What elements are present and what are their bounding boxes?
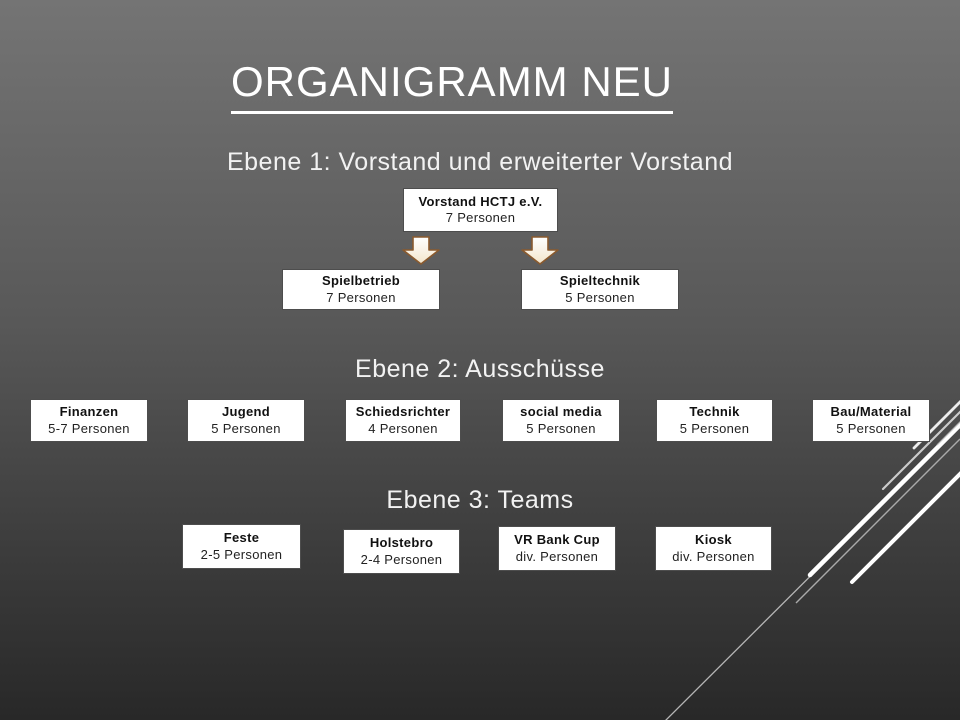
org-box-name: Vorstand HCTJ e.V. <box>418 193 543 209</box>
org-box-spielbetrieb: Spielbetrieb 7 Personen <box>282 269 440 310</box>
org-box-schiedsrichter: Schiedsrichter 4 Personen <box>345 399 461 442</box>
org-box-staff: 4 Personen <box>368 420 438 436</box>
org-box-staff: 5 Personen <box>526 420 596 436</box>
org-box-staff: 2-5 Personen <box>200 546 283 562</box>
slide-title: ORGANIGRAMM NEU <box>231 58 674 114</box>
org-box-jugend: Jugend 5 Personen <box>187 399 305 442</box>
org-box-staff: 5-7 Personen <box>48 420 130 436</box>
org-box-finanzen: Finanzen 5-7 Personen <box>30 399 148 442</box>
org-box-name: Kiosk <box>695 532 732 548</box>
level-3-heading: Ebene 3: Teams <box>386 486 574 514</box>
level-2-heading: Ebene 2: Ausschüsse <box>355 355 605 383</box>
org-box-vr-bank-cup: VR Bank Cup div. Personen <box>498 526 616 571</box>
org-box-spieltechnik: Spieltechnik 5 Personen <box>521 269 679 310</box>
org-box-staff: div. Personen <box>515 548 599 564</box>
org-box-name: Jugend <box>221 404 271 420</box>
org-box-technik: Technik 5 Personen <box>656 399 773 442</box>
org-box-holstebro: Holstebro 2-4 Personen <box>343 529 460 574</box>
org-box-staff: 5 Personen <box>565 289 635 305</box>
org-box-name: social media <box>520 404 602 420</box>
org-box-name: Schiedsrichter <box>355 404 451 420</box>
org-box-staff: div. Personen <box>672 548 755 564</box>
org-box-name: Feste <box>223 530 260 546</box>
down-arrow-icon <box>521 236 559 265</box>
org-box-name: Spieltechnik <box>559 273 641 289</box>
org-box-vorstand: Vorstand HCTJ e.V. 7 Personen <box>403 188 558 232</box>
org-box-name: Holstebro <box>369 535 434 551</box>
org-box-feste: Feste 2-5 Personen <box>182 524 301 569</box>
org-box-social-media: social media 5 Personen <box>502 399 620 442</box>
org-box-staff: 5 Personen <box>211 420 281 436</box>
org-box-name: Bau/Material <box>830 404 912 420</box>
org-box-name: VR Bank Cup <box>514 532 600 548</box>
org-box-name: Spielbetrieb <box>321 273 400 289</box>
down-arrow-icon <box>402 236 440 265</box>
org-box-name: Finanzen <box>59 404 119 420</box>
org-box-bau-material: Bau/Material 5 Personen <box>812 399 930 442</box>
org-box-name: Technik <box>689 404 740 420</box>
org-box-kiosk: Kiosk div. Personen <box>655 526 772 571</box>
org-box-staff: 2-4 Personen <box>360 551 443 567</box>
org-box-staff: 7 Personen <box>326 289 396 305</box>
org-box-staff: 7 Personen <box>445 210 516 225</box>
org-box-staff: 5 Personen <box>679 420 750 436</box>
level-1-heading: Ebene 1: Vorstand und erweiterter Vorsta… <box>226 148 734 176</box>
org-box-staff: 5 Personen <box>836 420 906 436</box>
